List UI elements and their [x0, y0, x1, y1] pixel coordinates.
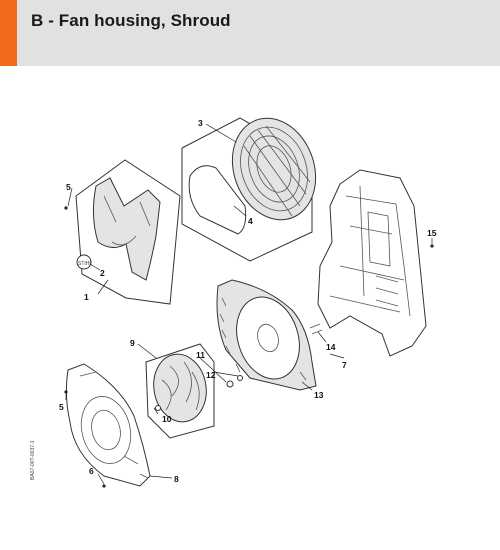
drawing-code: BA07-00T-0037-1	[30, 440, 36, 480]
page-title: B - Fan housing, Shroud	[31, 11, 231, 30]
part-8-spiral-housing	[65, 363, 151, 487]
part-4-cover-plate	[188, 165, 247, 235]
callout-7: 7	[342, 360, 347, 370]
callout-8: 8	[174, 474, 179, 484]
callout-4: 4	[248, 216, 253, 226]
callout-2: 2	[100, 268, 105, 278]
part-group-backplate	[317, 169, 427, 357]
fan-housing-disc	[236, 296, 300, 380]
callout-14: 14	[326, 342, 336, 352]
part-10-washer	[155, 405, 161, 411]
callout-3: 3	[198, 118, 203, 128]
part-group-impeller	[145, 343, 243, 439]
callout-1: 1	[84, 292, 89, 302]
part-group-fan-housing	[216, 279, 317, 391]
page-header: B - Fan housing, Shroud	[0, 0, 500, 66]
exploded-parts-diagram: STIHL	[0, 66, 500, 550]
leader-lines	[65, 123, 433, 485]
part-2-logo-badge	[76, 254, 92, 270]
part-group-shroud: STIHL	[75, 159, 181, 305]
callout-11: 11	[196, 350, 205, 360]
part-group-fan-cover	[181, 117, 317, 262]
svg-text:STIHL: STIHL	[78, 261, 92, 267]
backplate-frame	[317, 169, 427, 357]
callouts: 3 4 5 2 1 15 14 7 13 9 11 12 10 5 6 8	[59, 118, 437, 484]
callout-12: 12	[206, 370, 216, 380]
diagram-svg: STIHL	[30, 117, 437, 488]
callout-5-bottom: 5	[59, 402, 64, 412]
callout-5-top: 5	[66, 182, 71, 192]
part-11-nut	[226, 380, 234, 388]
callout-6: 6	[89, 466, 94, 476]
callout-10: 10	[162, 414, 172, 424]
header-accent-bar	[0, 0, 17, 66]
callout-9: 9	[130, 338, 135, 348]
callout-13: 13	[314, 390, 324, 400]
screws	[64, 206, 434, 488]
part-12-washer	[237, 375, 243, 381]
callout-15: 15	[427, 228, 437, 238]
part-group-spiral-housing	[65, 363, 151, 487]
part-9-impeller	[153, 353, 207, 423]
